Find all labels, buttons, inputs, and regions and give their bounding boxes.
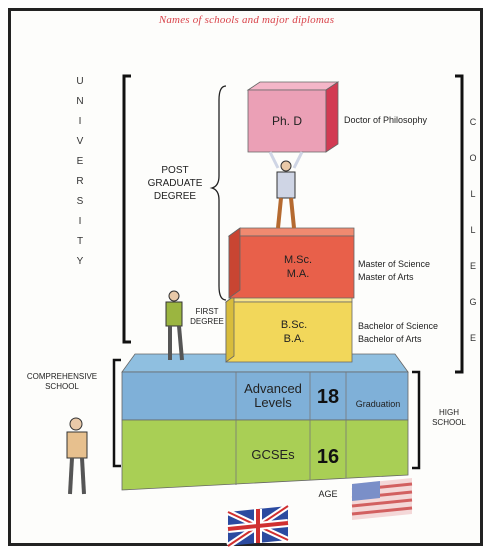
age-label: AGE: [318, 489, 338, 499]
university-letter: Y: [76, 256, 84, 267]
post-graduate-brace: [209, 85, 227, 301]
college-letter: O: [469, 153, 477, 163]
phd-label: Ph. D: [271, 114, 302, 128]
bachelors-labels: B.Sc. B.A.: [280, 319, 308, 345]
comprehensive-school-label: COMPREHENSIVE SCHOOL: [26, 372, 98, 391]
high-school-label: HIGH SCHOOL: [432, 408, 466, 427]
university-letter: R: [76, 176, 84, 187]
college-bracket: [455, 74, 464, 374]
first-degree-label: FIRST DEGREE: [190, 307, 224, 326]
college-letter: L: [470, 225, 476, 235]
university-label: U N I V E R S I T Y: [70, 72, 90, 272]
college-label: C O L L E G E: [466, 104, 480, 356]
university-letter: E: [76, 156, 84, 167]
diagram-title: Names of schools and major diplomas: [158, 14, 335, 26]
college-letter: L: [470, 189, 476, 199]
university-bracket: [122, 74, 131, 344]
high-school-bracket: [412, 370, 421, 470]
college-letter: C: [469, 117, 477, 127]
graduation-label: Graduation: [355, 399, 401, 409]
masters-labels: M.Sc. M.A.: [283, 254, 313, 280]
university-letter: V: [76, 136, 84, 147]
masters-descriptions: Master of Science Master of Arts: [358, 259, 431, 282]
advanced-levels-label: Advanced Levels: [244, 381, 302, 410]
college-letter: E: [469, 333, 476, 343]
university-letter: I: [78, 116, 82, 127]
age-16: 16: [316, 446, 340, 468]
phd-description: Doctor of Philosophy: [344, 115, 428, 125]
university-letter: N: [76, 96, 84, 107]
gcse-label: GCSEs: [251, 447, 295, 462]
university-letter: T: [76, 236, 84, 247]
figure-first-degree: [165, 290, 184, 361]
college-letter: E: [469, 261, 476, 271]
university-letter: U: [76, 76, 84, 87]
gcse-block: [121, 419, 409, 491]
university-letter: S: [76, 196, 84, 207]
college-letter: G: [469, 297, 477, 307]
comprehensive-bracket: [112, 358, 121, 468]
figure-holding-phd: [268, 151, 304, 229]
figure-comprehensive: [66, 417, 88, 495]
age-18: 18: [316, 386, 340, 408]
us-flag-icon: [351, 478, 413, 520]
post-graduate-label: POST GRADUATE DEGREE: [147, 165, 203, 202]
uk-flag-icon: [226, 503, 290, 549]
bachelors-descriptions: Bachelor of Science Bachelor of Arts: [358, 321, 439, 344]
university-letter: I: [78, 216, 82, 227]
